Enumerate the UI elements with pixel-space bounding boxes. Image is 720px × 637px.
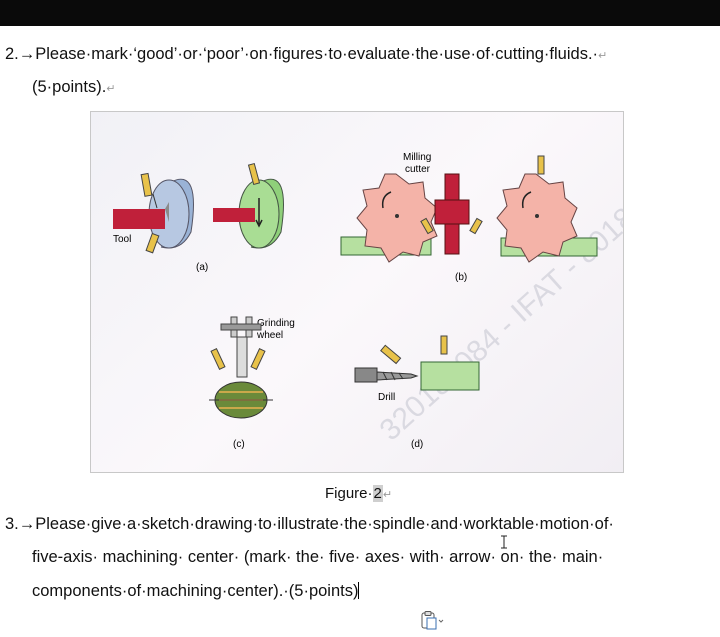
milling-cutter-left (340, 173, 438, 263)
label-d: (d) (411, 439, 423, 450)
figure-caption: Figure·2↵ (325, 485, 393, 502)
paragraph-mark: ↵ (598, 50, 608, 62)
paragraph-mark: ↵ (106, 83, 116, 95)
label-grinding: Grinding (257, 318, 295, 329)
label-b: (b) (455, 272, 467, 283)
cutting-fluids-illustration: 320180084 - IFAT - 8018796 Tool (a) Mill… (113, 152, 623, 450)
turning-blue-diagram (113, 172, 194, 254)
grinding-wheel-diagram (209, 316, 273, 419)
milling-cutter-right (496, 155, 598, 263)
question-2-points: (5·points). (32, 78, 107, 96)
label-cutter: cutter (405, 164, 431, 175)
question-3-line-2: five-axis· machining· center· (mark· the… (32, 548, 603, 567)
ibeam-cursor-icon (501, 535, 507, 549)
question-2-text: 2.→Please·mark·‘good’·or·‘poor’·on·figur… (5, 45, 599, 63)
clipboard-paste-icon[interactable] (420, 611, 444, 631)
label-drill: Drill (378, 392, 395, 403)
label-tool: Tool (113, 234, 131, 245)
question-2-line-2: (5·points).↵ (32, 78, 116, 97)
label-wheel: wheel (256, 330, 283, 341)
question-3-text-2: five-axis· machining· center· (mark· the… (32, 548, 604, 566)
question-3-line-1: 3.→Please·give·a·sketch·drawing·to·illus… (5, 515, 614, 534)
figure-number: 2 (372, 485, 383, 502)
milling-cutter-side (420, 173, 483, 255)
question-3-text-1: 3.→Please·give·a·sketch·drawing·to·illus… (5, 515, 614, 533)
label-a: (a) (196, 262, 208, 273)
question-2-line-1: 2.→Please·mark·‘good’·or·‘poor’·on·figur… (5, 45, 607, 64)
question-3-line-3: components·of·machining·center).·(5·poin… (32, 582, 360, 601)
top-bar (0, 0, 720, 26)
label-milling: Milling (403, 152, 431, 163)
figure-2-image: 320180084 - IFAT - 8018796 Tool (a) Mill… (90, 111, 624, 473)
label-c: (c) (233, 439, 245, 450)
turning-green-diagram (213, 162, 284, 249)
drilling-diagram (354, 335, 480, 391)
text-caret (358, 582, 360, 599)
question-3-text-3: components·of·machining·center).·(5·poin… (32, 582, 359, 600)
